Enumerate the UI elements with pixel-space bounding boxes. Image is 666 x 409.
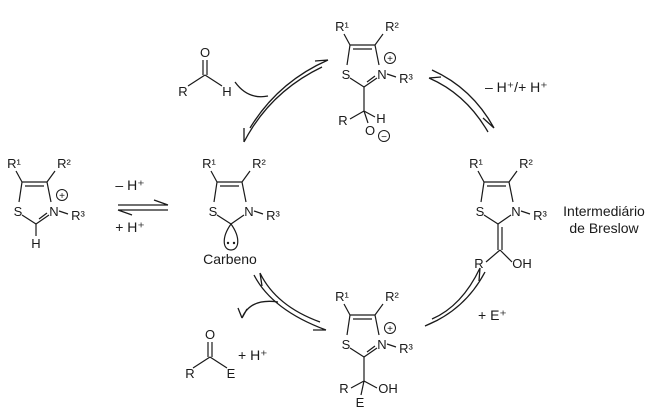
caption-breslow-line2: de Breslow (569, 220, 639, 236)
positive-charge-icon (384, 322, 396, 334)
curved-arrow-aldehyde-in (234, 81, 269, 98)
atom-R1: R¹ (202, 156, 216, 171)
atom-OH: OH (378, 381, 398, 396)
atom-R: R (339, 381, 348, 396)
carbene: R¹ R² S N R³ (202, 156, 281, 251)
atom-R1: R¹ (335, 19, 349, 34)
atom-H: H (31, 236, 40, 251)
atom-plus: + (59, 191, 65, 202)
atom-R2: R² (385, 289, 399, 304)
atom-R1: R¹ (469, 156, 483, 171)
atom-R3: R³ (266, 208, 280, 223)
caption-breslow-line1: Intermediário (563, 203, 645, 219)
equilibrium-arrow-left (117, 199, 169, 216)
positive-charge-icon (56, 189, 68, 201)
atom-E: E (227, 366, 236, 381)
atom-R3: R³ (399, 71, 413, 86)
atom-N: N (49, 204, 58, 219)
aldehyde: O R H (178, 45, 231, 99)
atom-R3: R³ (533, 208, 547, 223)
atom-S: S (342, 67, 351, 82)
thiazolium-salt: R¹ R² S N R³ + H (7, 156, 85, 251)
atom-N: N (377, 337, 386, 352)
positive-charge-icon (384, 52, 396, 64)
label-minus-h: – H⁺ (115, 177, 144, 193)
atom-plus: + (387, 54, 393, 65)
atom-R1: R¹ (7, 156, 21, 171)
atom-O: O (200, 45, 210, 60)
atom-S: S (209, 204, 218, 219)
label-product-plus-h: + H⁺ (238, 347, 268, 363)
label-plus-e: + E⁺ (478, 307, 507, 323)
equilibrium-arrow-bottom-right (424, 267, 486, 327)
atom-R1: R¹ (335, 289, 349, 304)
lone-pair-orbital (223, 223, 239, 251)
atom-R3: R³ (71, 208, 85, 223)
equilibrium-arrow-top-right (428, 69, 495, 133)
atom-R2: R² (519, 156, 533, 171)
atom-O: O (205, 327, 215, 342)
atom-R2: R² (57, 156, 71, 171)
atom-H: H (222, 84, 231, 99)
atom-S: S (476, 204, 485, 219)
atom-R2: R² (252, 156, 266, 171)
atom-OH: OH (512, 256, 532, 271)
label-plus-h: + H⁺ (115, 219, 145, 235)
atom-H: H (376, 111, 385, 126)
alkoxide-adduct: R¹ R² S N R³ + R HO− (335, 19, 413, 143)
acyl-adduct: R¹ R² S N R³ + R OH E (335, 289, 413, 409)
negative-charge-icon (378, 130, 390, 142)
breslow-intermediate: R¹ R² S N R³ R OH (469, 156, 547, 271)
atom-R3: R³ (399, 341, 413, 356)
equilibrium-arrow-top-left (243, 59, 329, 143)
atom-R: R (338, 113, 347, 128)
caption-carbene: Carbeno (203, 251, 257, 267)
atom-R: R (178, 84, 187, 99)
atom-S: S (342, 337, 351, 352)
atom-plus: + (387, 324, 393, 335)
atom-O: O (365, 123, 375, 138)
curved-arrow-product-out (237, 300, 279, 319)
atom-minus: − (381, 132, 387, 143)
atom-R: R (185, 366, 194, 381)
atom-N: N (244, 204, 253, 219)
atom-S: S (14, 204, 23, 219)
label-deprot-reprot: – H⁺/+ H⁺ (485, 79, 548, 95)
ketone-product: O R E (185, 327, 235, 381)
atom-E: E (356, 395, 365, 409)
equilibrium-arrow-bottom-left (253, 272, 327, 331)
atom-R: R (474, 256, 483, 271)
atom-N: N (377, 67, 386, 82)
atom-N: N (511, 204, 520, 219)
atom-R2: R² (385, 19, 399, 34)
